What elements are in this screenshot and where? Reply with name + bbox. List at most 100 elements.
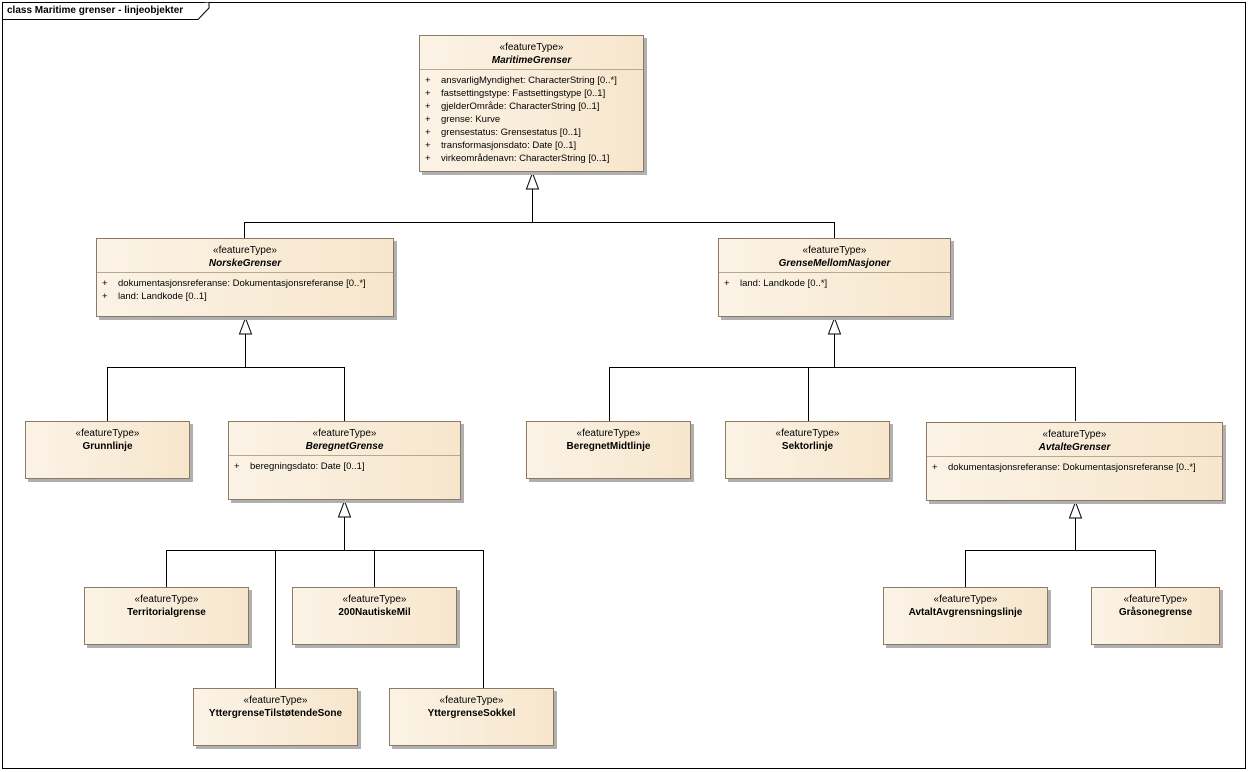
class-beregnet-midtlinje[interactable]: «featureType» BeregnetMidtlinje <box>526 421 691 479</box>
stereotype-label: «featureType» <box>775 428 840 439</box>
attribute-row: + dokumentasjonsreferanse: Dokumentasjons… <box>97 277 393 290</box>
attribute-compartment: + dokumentasjonsreferanse: Dokumentasjons… <box>927 457 1222 474</box>
class-name: YttergrenseSokkel <box>427 708 516 719</box>
class-yttergrense-sokkel[interactable]: «featureType» YttergrenseSokkel <box>389 688 554 746</box>
attribute-row: +fastsettingstype: Fastsettingstype [0..… <box>420 87 643 100</box>
class-grasonegrense[interactable]: «featureType» Gråsonegrense <box>1091 587 1220 645</box>
class-name: YttergrenseTilstøtendeSone <box>208 708 343 719</box>
stereotype-label: «featureType» <box>134 594 199 605</box>
gen-line-grunnlinje <box>107 334 246 421</box>
class-200-nautiske-mil[interactable]: «featureType» 200NautiskeMil <box>292 587 457 645</box>
class-sektorlinje[interactable]: «featureType» Sektorlinje <box>725 421 890 479</box>
class-header: «featureType» 200NautiskeMil <box>293 588 456 619</box>
class-grunnlinje[interactable]: «featureType» Grunnlinje <box>25 421 190 479</box>
class-grense-mellom-nasjoner[interactable]: «featureType» GrenseMellomNasjoner +land… <box>718 238 951 317</box>
class-header: «featureType» BeregnetMidtlinje <box>527 422 690 453</box>
stereotype-label: «featureType» <box>243 695 308 706</box>
gen-line-avgrensning <box>965 550 1156 587</box>
stereotype-label: «featureType» <box>576 428 641 439</box>
stereotype-label: «featureType» <box>1123 594 1188 605</box>
visibility-marker: + <box>425 114 431 125</box>
attribute-text: grense: Kurve <box>441 114 501 125</box>
attribute-text: dokumentasjonsreferanse: Dokumentasjonsr… <box>118 278 366 289</box>
attribute-text: ansvarligMyndighet: CharacterString [0..… <box>441 75 617 86</box>
visibility-marker: + <box>425 153 431 164</box>
attribute-row: + grensestatus: Grensestatus [0..1] <box>420 126 643 139</box>
stereotype-label: «featureType» <box>802 245 867 256</box>
attribute-row: +land: Landkode [0..*] <box>719 277 950 290</box>
arrowhead-beregnet <box>337 499 352 518</box>
class-name: GrenseMellomNasjoner <box>778 258 891 269</box>
stereotype-label: «featureType» <box>933 594 998 605</box>
attribute-compartment: + dokumentasjonsreferanse: Dokumentasjons… <box>97 273 393 303</box>
stereotype-label: «featureType» <box>75 428 140 439</box>
attribute-row: + ansvarligMyndighet: CharacterString [0.… <box>420 74 643 87</box>
class-territorialgrense[interactable]: «featureType» Territorialgrense <box>84 587 249 645</box>
class-name: AvtalteGrenser <box>1038 442 1111 453</box>
class-name: AvtaltAvgrensningslinje <box>908 607 1023 618</box>
class-name: 200NautiskeMil <box>338 607 411 618</box>
class-name: Sektorlinje <box>781 441 834 452</box>
visibility-marker: + <box>932 462 938 473</box>
visibility-marker: + <box>425 140 431 151</box>
attribute-text: virkeområdenavn: CharacterString [0..1] <box>441 153 610 164</box>
class-header: «featureType» Grunnlinje <box>26 422 189 453</box>
visibility-marker: + <box>425 127 431 138</box>
gen-line-sokkel <box>344 550 484 688</box>
attribute-row: + virkeområdenavn: CharacterString [0..1] <box>420 152 643 165</box>
class-header: «featureType» BeregnetGrense <box>229 422 460 456</box>
gen-line-beregnet <box>245 367 345 421</box>
class-header: «featureType» AvtaltAvgrensningslinje <box>884 588 1047 619</box>
arrowhead-maritime <box>525 171 540 190</box>
attribute-text: transformasjonsdato: Date [0..1] <box>441 140 577 151</box>
arrowhead-mellom <box>827 316 842 335</box>
class-header: «featureType» AvtalteGrenser <box>927 423 1222 457</box>
visibility-marker: + <box>234 461 240 472</box>
attribute-text: beregningsdato: Date [0..1] <box>250 461 365 472</box>
attribute-text: fastsettingstype: Fastsettingstype [0..1… <box>441 88 606 99</box>
visibility-marker: + <box>102 291 108 302</box>
stereotype-label: «featureType» <box>312 428 377 439</box>
class-avtalte-grenser[interactable]: «featureType» AvtalteGrenser + dokumentas… <box>926 422 1223 501</box>
class-header: «featureType» Gråsonegrense <box>1092 588 1219 619</box>
class-beregnet-grense[interactable]: «featureType» BeregnetGrense + beregnings… <box>228 421 461 500</box>
stereotype-label: «featureType» <box>213 245 277 256</box>
gen-line-territorial <box>166 517 345 587</box>
class-header: «featureType» GrenseMellomNasjoner <box>719 239 950 273</box>
class-name: BeregnetMidtlinje <box>566 441 651 452</box>
stereotype-label: «featureType» <box>1042 429 1107 440</box>
class-name: MaritimeGrenser <box>491 55 572 66</box>
class-header: «featureType» YttergrenseTilstøtendeSone <box>194 689 357 720</box>
stereotype-label: «featureType» <box>342 594 407 605</box>
stereotype-label: «featureType» <box>499 42 564 53</box>
arrowhead-avtalte <box>1068 500 1083 519</box>
attribute-compartment: + beregningsdato: Date [0..1] <box>229 456 460 473</box>
visibility-marker: + <box>724 278 730 289</box>
attribute-text: dokumentasjonsreferanse: Dokumentasjonsr… <box>948 462 1196 473</box>
stereotype-label: «featureType» <box>439 695 504 706</box>
attribute-row: + transformasjonsdato: Date [0..1] <box>420 139 643 152</box>
frame-title: class Maritime grenser - linjeobjekter <box>7 5 184 16</box>
gen-line-avtalte <box>834 367 1076 421</box>
class-norske-grenser[interactable]: «featureType» NorskeGrenser + dokumentasj… <box>96 238 394 317</box>
class-name: NorskeGrenser <box>208 258 282 269</box>
attribute-compartment: +land: Landkode [0..*] <box>719 273 950 290</box>
visibility-marker: + <box>425 75 431 86</box>
gen-line-midtlinje <box>609 334 835 421</box>
class-header: «featureType» Territorialgrense <box>85 588 248 619</box>
class-header: «featureType» MaritimeGrenser <box>420 36 643 70</box>
visibility-marker: + <box>102 278 108 289</box>
class-header: «featureType» Sektorlinje <box>726 422 889 453</box>
attribute-row: + dokumentasjonsreferanse: Dokumentasjons… <box>927 461 1222 474</box>
class-avtalt-avgrensningslinje[interactable]: «featureType» AvtaltAvgrensningslinje <box>883 587 1048 645</box>
frame-tab-outline <box>2 2 210 20</box>
visibility-marker: + <box>425 101 431 112</box>
class-yttergrense-tilstotende-sone[interactable]: «featureType» YttergrenseTilstøtendeSone <box>193 688 358 746</box>
class-name: BeregnetGrense <box>305 441 384 452</box>
class-maritime-grenser[interactable]: «featureType» MaritimeGrenser + ansvarlig… <box>419 35 644 172</box>
attribute-row: + grense: Kurve <box>420 113 643 126</box>
attribute-text: grensestatus: Grensestatus [0..1] <box>441 127 581 138</box>
attribute-compartment: + ansvarligMyndighet: CharacterString [0.… <box>420 70 643 165</box>
